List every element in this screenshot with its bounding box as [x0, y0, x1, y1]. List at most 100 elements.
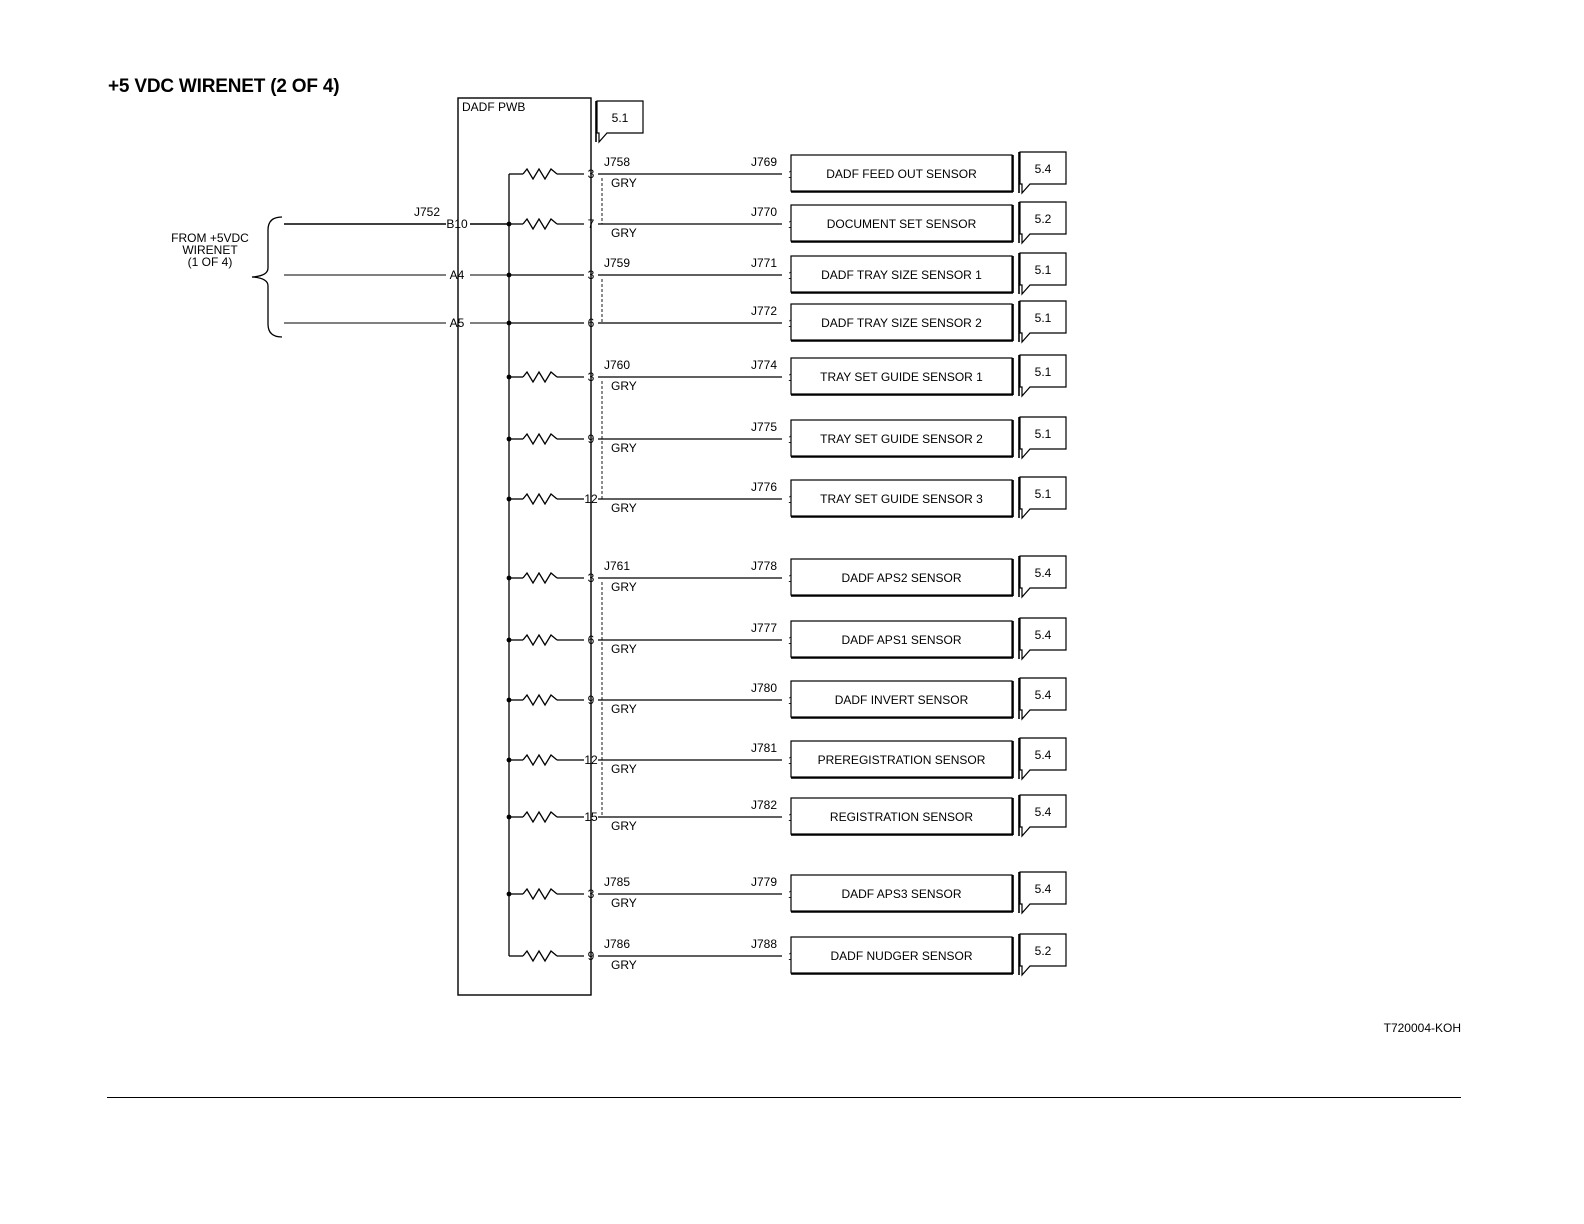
row-pin: 3: [588, 370, 595, 384]
row-sensor-connector: J770: [751, 205, 777, 219]
source-label-line: (1 OF 4): [188, 255, 233, 269]
sensor-box-4: [790, 357, 1013, 395]
sensor-label: TRAY SET GUIDE SENSOR 2: [820, 432, 983, 446]
row-board-connector: J758: [604, 155, 630, 169]
row-sensor-connector: J777: [751, 621, 777, 635]
source-brace: [251, 216, 283, 338]
row-sensor-connector: J776: [751, 480, 777, 494]
board-ref-box: [596, 100, 644, 144]
sensor-ref-4: 5.1: [1035, 365, 1052, 379]
sensor-label: TRAY SET GUIDE SENSOR 1: [820, 370, 983, 384]
source-label-line: FROM +5VDC: [171, 231, 249, 245]
row-pin: 15: [584, 810, 598, 824]
figure-id: T720004-KOH: [1384, 1021, 1461, 1035]
row-wire-color: GRY: [611, 580, 637, 594]
sensor-ref-8-box: [1019, 617, 1067, 661]
row-pin: 6: [588, 633, 595, 647]
row-sensor-connector: J780: [751, 681, 777, 695]
row-board-connector: J759: [604, 256, 630, 270]
row-board-connector: J785: [604, 875, 630, 889]
sensor-ref-1: 5.2: [1035, 212, 1052, 226]
sensor-box-3: [790, 303, 1013, 341]
sensor-ref-9: 5.4: [1035, 688, 1052, 702]
sensor-ref-10: 5.4: [1035, 748, 1052, 762]
sensor-box-7: [790, 558, 1013, 596]
row-sensor-connector: J771: [751, 256, 777, 270]
sensor-box-9: [790, 680, 1013, 718]
sensor-label: DADF TRAY SIZE SENSOR 1: [821, 268, 982, 282]
sensor-ref-7: 5.4: [1035, 566, 1052, 580]
row-sensor-connector: J781: [751, 741, 777, 755]
sensor-box-11: [790, 797, 1013, 835]
row-board-connector: J761: [604, 559, 630, 573]
sensor-label: DADF APS2 SENSOR: [841, 571, 961, 585]
sensor-ref-13: 5.2: [1035, 944, 1052, 958]
sensor-ref-5-box: [1019, 416, 1067, 460]
row-sensor-connector: J774: [751, 358, 777, 372]
sensor-label: DADF FEED OUT SENSOR: [826, 167, 977, 181]
sensor-box-10: [790, 740, 1013, 778]
resistor-1: [522, 217, 558, 231]
row-wire-color: GRY: [611, 441, 637, 455]
row-wire-color: GRY: [611, 226, 637, 240]
sensor-ref-0-box: [1019, 151, 1067, 195]
sensor-ref-2: 5.1: [1035, 263, 1052, 277]
sensor-ref-8: 5.4: [1035, 628, 1052, 642]
sensor-ref-6: 5.1: [1035, 487, 1052, 501]
sensor-ref-1-box: [1019, 201, 1067, 245]
diagram-title: +5 VDC WIRENET (2 OF 4): [108, 76, 340, 97]
resistor-5: [522, 432, 558, 446]
input-pin-A4: A4: [450, 268, 465, 282]
sensor-label: PREREGISTRATION SENSOR: [818, 753, 986, 767]
row-sensor-connector: J788: [751, 937, 777, 951]
sensor-ref-11: 5.4: [1035, 805, 1052, 819]
input-pin-B10: B10: [446, 217, 468, 231]
sensor-box-6: [790, 479, 1013, 517]
resistor-7: [522, 571, 558, 585]
resistor-6: [522, 492, 558, 506]
row-wire-color: GRY: [611, 176, 637, 190]
sensor-ref-3-box: [1019, 300, 1067, 344]
resistor-12: [522, 887, 558, 901]
row-sensor-connector: J782: [751, 798, 777, 812]
sensor-label: DADF NUDGER SENSOR: [830, 949, 972, 963]
sensor-box-2: [790, 255, 1013, 293]
row-pin: 9: [588, 949, 595, 963]
footer-rule: [107, 1097, 1461, 1098]
row-board-connector: J786: [604, 937, 630, 951]
row-sensor-connector: J778: [751, 559, 777, 573]
row-pin: 9: [588, 693, 595, 707]
sensor-label: REGISTRATION SENSOR: [830, 810, 973, 824]
resistor-9: [522, 693, 558, 707]
row-wire-color: GRY: [611, 819, 637, 833]
sensor-box-1: [790, 204, 1013, 242]
sensor-label: DADF APS1 SENSOR: [841, 633, 961, 647]
resistor-10: [522, 753, 558, 767]
row-wire-color: GRY: [611, 702, 637, 716]
row-pin: 7: [588, 217, 595, 231]
sensor-label: DADF TRAY SIZE SENSOR 2: [821, 316, 982, 330]
sensor-label: DOCUMENT SET SENSOR: [827, 217, 977, 231]
board-name: DADF PWB: [462, 100, 525, 114]
sensor-box-5: [790, 419, 1013, 457]
sensor-ref-13-box: [1019, 933, 1067, 977]
row-pin: 6: [588, 316, 595, 330]
resistor-13: [522, 949, 558, 963]
row-wire-color: GRY: [611, 896, 637, 910]
row-sensor-connector: J779: [751, 875, 777, 889]
resistor-11: [522, 810, 558, 824]
sensor-ref-9-box: [1019, 677, 1067, 721]
row-sensor-connector: J775: [751, 420, 777, 434]
sensor-ref-0: 5.4: [1035, 162, 1052, 176]
row-pin: 3: [588, 167, 595, 181]
sensor-ref-12: 5.4: [1035, 882, 1052, 896]
input-pin-A5: A5: [450, 316, 465, 330]
row-sensor-connector: J769: [751, 155, 777, 169]
row-wire-color: GRY: [611, 379, 637, 393]
row-pin: 3: [588, 571, 595, 585]
sensor-box-0: [790, 154, 1013, 192]
row-pin: 3: [588, 268, 595, 282]
sensor-label: DADF INVERT SENSOR: [835, 693, 969, 707]
resistor-0: [522, 167, 558, 181]
row-wire-color: GRY: [611, 958, 637, 972]
